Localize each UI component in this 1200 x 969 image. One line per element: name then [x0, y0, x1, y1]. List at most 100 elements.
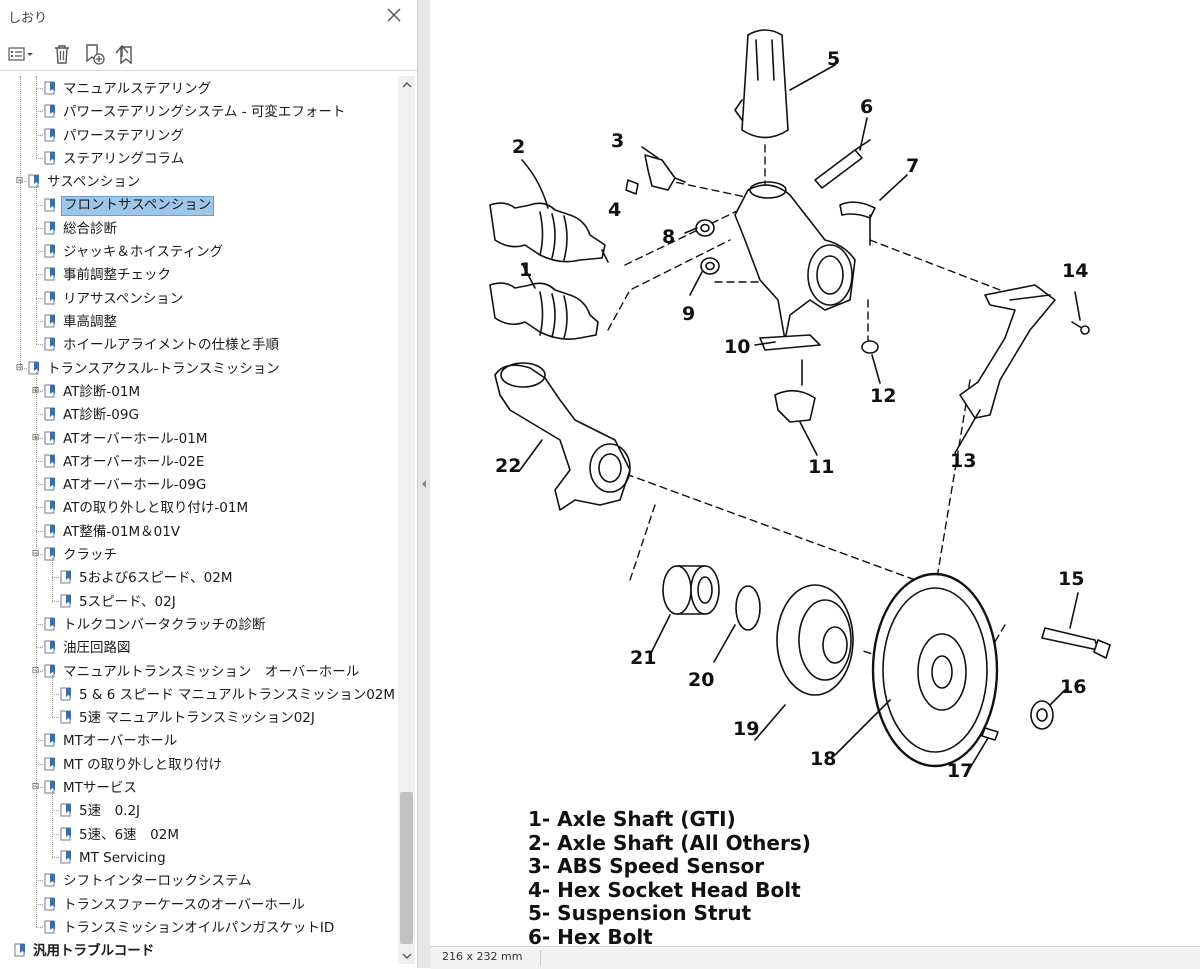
bookmark-item[interactable]: 5速 0.2J [0, 799, 398, 822]
bookmark-item[interactable]: 事前調整チェック [0, 263, 398, 286]
bookmark-item[interactable]: MTオーバーホール [0, 729, 398, 752]
bookmark-item[interactable]: 5速 マニュアルトランスミッション02J [0, 706, 398, 729]
tree-guide-line [36, 903, 43, 905]
bookmark-item[interactable]: ⊞ ATオーバーホール-01M [0, 427, 398, 450]
tree-guide-line [36, 763, 43, 765]
bookmark-label: サスペンション [47, 174, 141, 191]
bookmark-label: マニュアルトランスミッション オーバーホール [63, 663, 360, 680]
bookmark-icon [28, 174, 39, 188]
bookmark-icon [44, 873, 55, 887]
bookmark-label: 事前調整チェック [63, 267, 171, 284]
scroll-thumb[interactable] [400, 792, 413, 944]
bookmark-item[interactable]: 5スピード、02J [0, 590, 398, 613]
bookmark-item[interactable]: マニュアルステアリング [0, 77, 398, 100]
bookmark-icon [44, 267, 55, 281]
tree-guide-line [36, 414, 43, 416]
bookmark-item[interactable]: ATオーバーホール-02E [0, 450, 398, 473]
bookmark-label: 5スピード、02J [79, 593, 176, 610]
expand-toggle[interactable]: ⊞ [31, 385, 40, 396]
parts-legend: 1- Axle Shaft (GTI) 2- Axle Shaft (All O… [528, 807, 811, 949]
bookmark-item[interactable]: トルクコンバータクラッチの診断 [0, 613, 398, 636]
collapse-toggle[interactable]: ⊟ [31, 549, 40, 559]
tree-guide-line [52, 717, 59, 719]
tree-scrollbar[interactable] [398, 76, 415, 964]
bookmark-item[interactable]: MT Servicing [0, 846, 398, 869]
bookmark-icon [44, 221, 55, 235]
bookmark-item[interactable]: ⊟ クラッチ [0, 543, 398, 566]
bookmark-label: AT診断-09G [63, 407, 139, 424]
tree-guide-line [36, 111, 43, 113]
expand-bookmark-button[interactable] [112, 41, 138, 67]
tree-guide-line [36, 185, 37, 345]
bookmark-item[interactable]: ⊟MTサービス [0, 776, 398, 799]
collapse-toggle[interactable]: ⊟ [31, 665, 40, 676]
tree-guide-line [52, 833, 59, 835]
part-number: 19 [733, 718, 759, 740]
bookmark-label: リアサスペンション [63, 290, 184, 307]
new-bookmark-button[interactable] [82, 41, 106, 67]
bookmark-item[interactable]: トランスファーケースのオーバーホール [0, 893, 398, 916]
bookmark-label: クラッチ [63, 547, 117, 563]
bookmark-item[interactable]: フロントサスペンション [0, 194, 398, 217]
bookmark-item[interactable]: AT診断-09G [0, 403, 398, 426]
bookmark-item[interactable]: 総合診断 [0, 217, 398, 240]
bookmark-item[interactable]: 汎用トラブルコード [0, 939, 398, 962]
bookmark-icon [44, 500, 55, 514]
page-size-label: 216 x 232 mm [442, 950, 523, 963]
bookmark-item[interactable]: ⊞AT診断-01M [0, 380, 398, 403]
bookmark-icon [60, 803, 71, 817]
bookmark-item[interactable]: ⊟トランスアクスル-トランスミッション [0, 357, 398, 380]
tree-guide-line [36, 623, 43, 625]
bookmark-label: ATオーバーホール-01M [63, 430, 208, 447]
delete-bookmark-button[interactable] [50, 41, 74, 67]
tree-guide-line [36, 530, 43, 532]
bookmark-icon [44, 384, 55, 398]
scroll-down-button[interactable] [398, 947, 415, 964]
tree-guide-line [36, 371, 37, 927]
bookmark-item[interactable]: 油圧回路図 [0, 636, 398, 659]
collapse-panel-icon[interactable] [421, 479, 427, 489]
bookmark-icon [44, 897, 55, 910]
bookmark-item[interactable]: 5速、6速 02M [0, 823, 398, 846]
legend-item: 1- Axle Shaft (GTI) [528, 807, 736, 831]
panel-splitter[interactable] [418, 0, 430, 968]
bookmark-label: トランスファーケースのオーバーホール [63, 896, 305, 913]
bookmark-item[interactable]: ATオーバーホール-09G [0, 473, 398, 496]
tree-guide-line [36, 460, 43, 462]
tree-guide-line [36, 740, 43, 742]
bookmark-item[interactable]: パワーステアリングシステム - 可変エフォート [0, 100, 398, 123]
tree-guide-line [36, 554, 43, 555]
scroll-up-button[interactable] [398, 76, 415, 93]
bookmark-item[interactable]: ホイールアライメントの仕様と手順 [0, 333, 398, 356]
bookmark-item[interactable]: シフトインターロックシステム [0, 869, 398, 892]
bookmark-label: ステアリングコラム [63, 150, 185, 167]
close-button[interactable] [384, 5, 404, 25]
tree-guide-line [36, 787, 43, 788]
bookmark-item[interactable]: ⊟ サスペンション [0, 170, 398, 193]
bookmark-item[interactable]: 5および6スピード、02M [0, 566, 398, 589]
bookmark-item[interactable]: 5 & 6 スピード マニュアルトランスミッション02M [0, 683, 398, 706]
collapse-toggle[interactable]: ⊟ [15, 362, 24, 373]
expand-toggle[interactable]: ⊞ [31, 432, 40, 443]
bookmark-item[interactable]: トランスミッションオイルパンガスケットID [0, 916, 398, 939]
bookmark-label: 5速 マニュアルトランスミッション02J [79, 710, 315, 727]
bookmark-item[interactable]: ATの取り外しと取り付け-01M [0, 496, 398, 519]
bookmark-item[interactable]: ⊟ マニュアルトランスミッション オーバーホール [0, 660, 398, 683]
bookmark-item[interactable]: リアサスペンション [0, 287, 398, 310]
bookmark-label: 油圧回路図 [63, 640, 131, 657]
tree-guide-line [36, 507, 43, 509]
bookmark-item[interactable]: AT整備-01M＆01V [0, 520, 398, 543]
part-number: 20 [688, 669, 714, 691]
collapse-toggle[interactable]: ⊟ [31, 782, 40, 792]
bookmark-item[interactable]: パワーステアリング [0, 124, 398, 147]
options-button[interactable] [6, 41, 36, 67]
part-number: 9 [682, 303, 695, 325]
bookmark-item[interactable]: ジャッキ＆ホイスティング [0, 240, 398, 263]
bookmark-icon [44, 337, 55, 351]
collapse-toggle[interactable]: ⊟ [15, 176, 24, 187]
bookmark-icon [44, 198, 55, 211]
bookmark-item[interactable]: ステアリングコラム [0, 147, 398, 170]
panel-title: しおり [8, 11, 48, 26]
bookmark-item[interactable]: MT の取り外しと取り付け [0, 753, 398, 776]
bookmark-item[interactable]: 車高調整 [0, 310, 398, 333]
